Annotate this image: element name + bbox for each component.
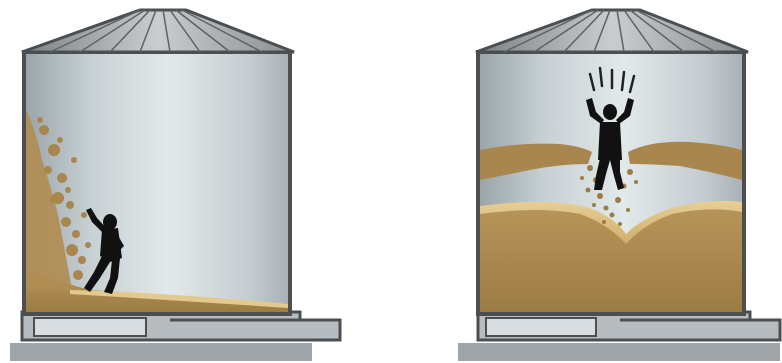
foundation-panel [486,318,596,336]
silo-right [458,10,780,361]
silo-roof [476,10,748,52]
ground-slab [458,343,780,361]
ground-slab [10,343,312,361]
silo-roof [22,10,294,52]
foundation-panel [34,318,146,336]
silo-left [10,10,340,361]
